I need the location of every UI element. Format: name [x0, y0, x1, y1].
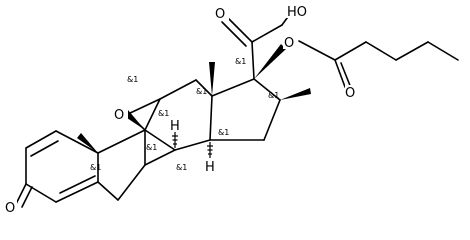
stereo-markers: &1 &1 &1 &1 &1 &1 &1 &1 &1	[90, 57, 279, 172]
stereo-c17: &1	[235, 57, 246, 66]
atom-labels: O HO O O O O H H	[4, 4, 357, 216]
stereo-c11: &1	[127, 75, 138, 84]
stereo-hydrogens	[172, 132, 213, 158]
ester-carbonyl-oxygen-label: O	[345, 86, 355, 101]
stereo-c9: &1	[146, 143, 157, 152]
epoxide	[124, 98, 161, 131]
stereo-c10: &1	[90, 163, 101, 172]
hydrogen-c14-label: H	[170, 119, 180, 134]
stereo-c14: &1	[176, 163, 187, 172]
methyl-groups	[77, 62, 311, 153]
ring-a	[15, 130, 99, 208]
chemical-structure: O HO O O O O H H &1 &1 &1 &1 &1 &1 &1 &1…	[4, 4, 459, 216]
hydroxyl-label: HO	[287, 5, 307, 20]
ring-b	[97, 129, 146, 201]
stereo-c13: &1	[196, 87, 207, 96]
valerate-ester	[254, 40, 459, 89]
stereo-c12: &1	[158, 109, 169, 118]
ring-c	[144, 79, 213, 166]
ester-oxygen-label: O	[284, 36, 294, 51]
ketone-oxygen-label: O	[215, 7, 225, 22]
ring-d	[209, 78, 281, 141]
stereo-c8: &1	[218, 128, 229, 137]
ring-a-ketone-oxygen-label: O	[5, 201, 15, 216]
epoxide-oxygen-label: O	[114, 108, 124, 123]
stereo-c16: &1	[268, 91, 279, 100]
hydrogen-c8-label: H	[205, 160, 215, 175]
